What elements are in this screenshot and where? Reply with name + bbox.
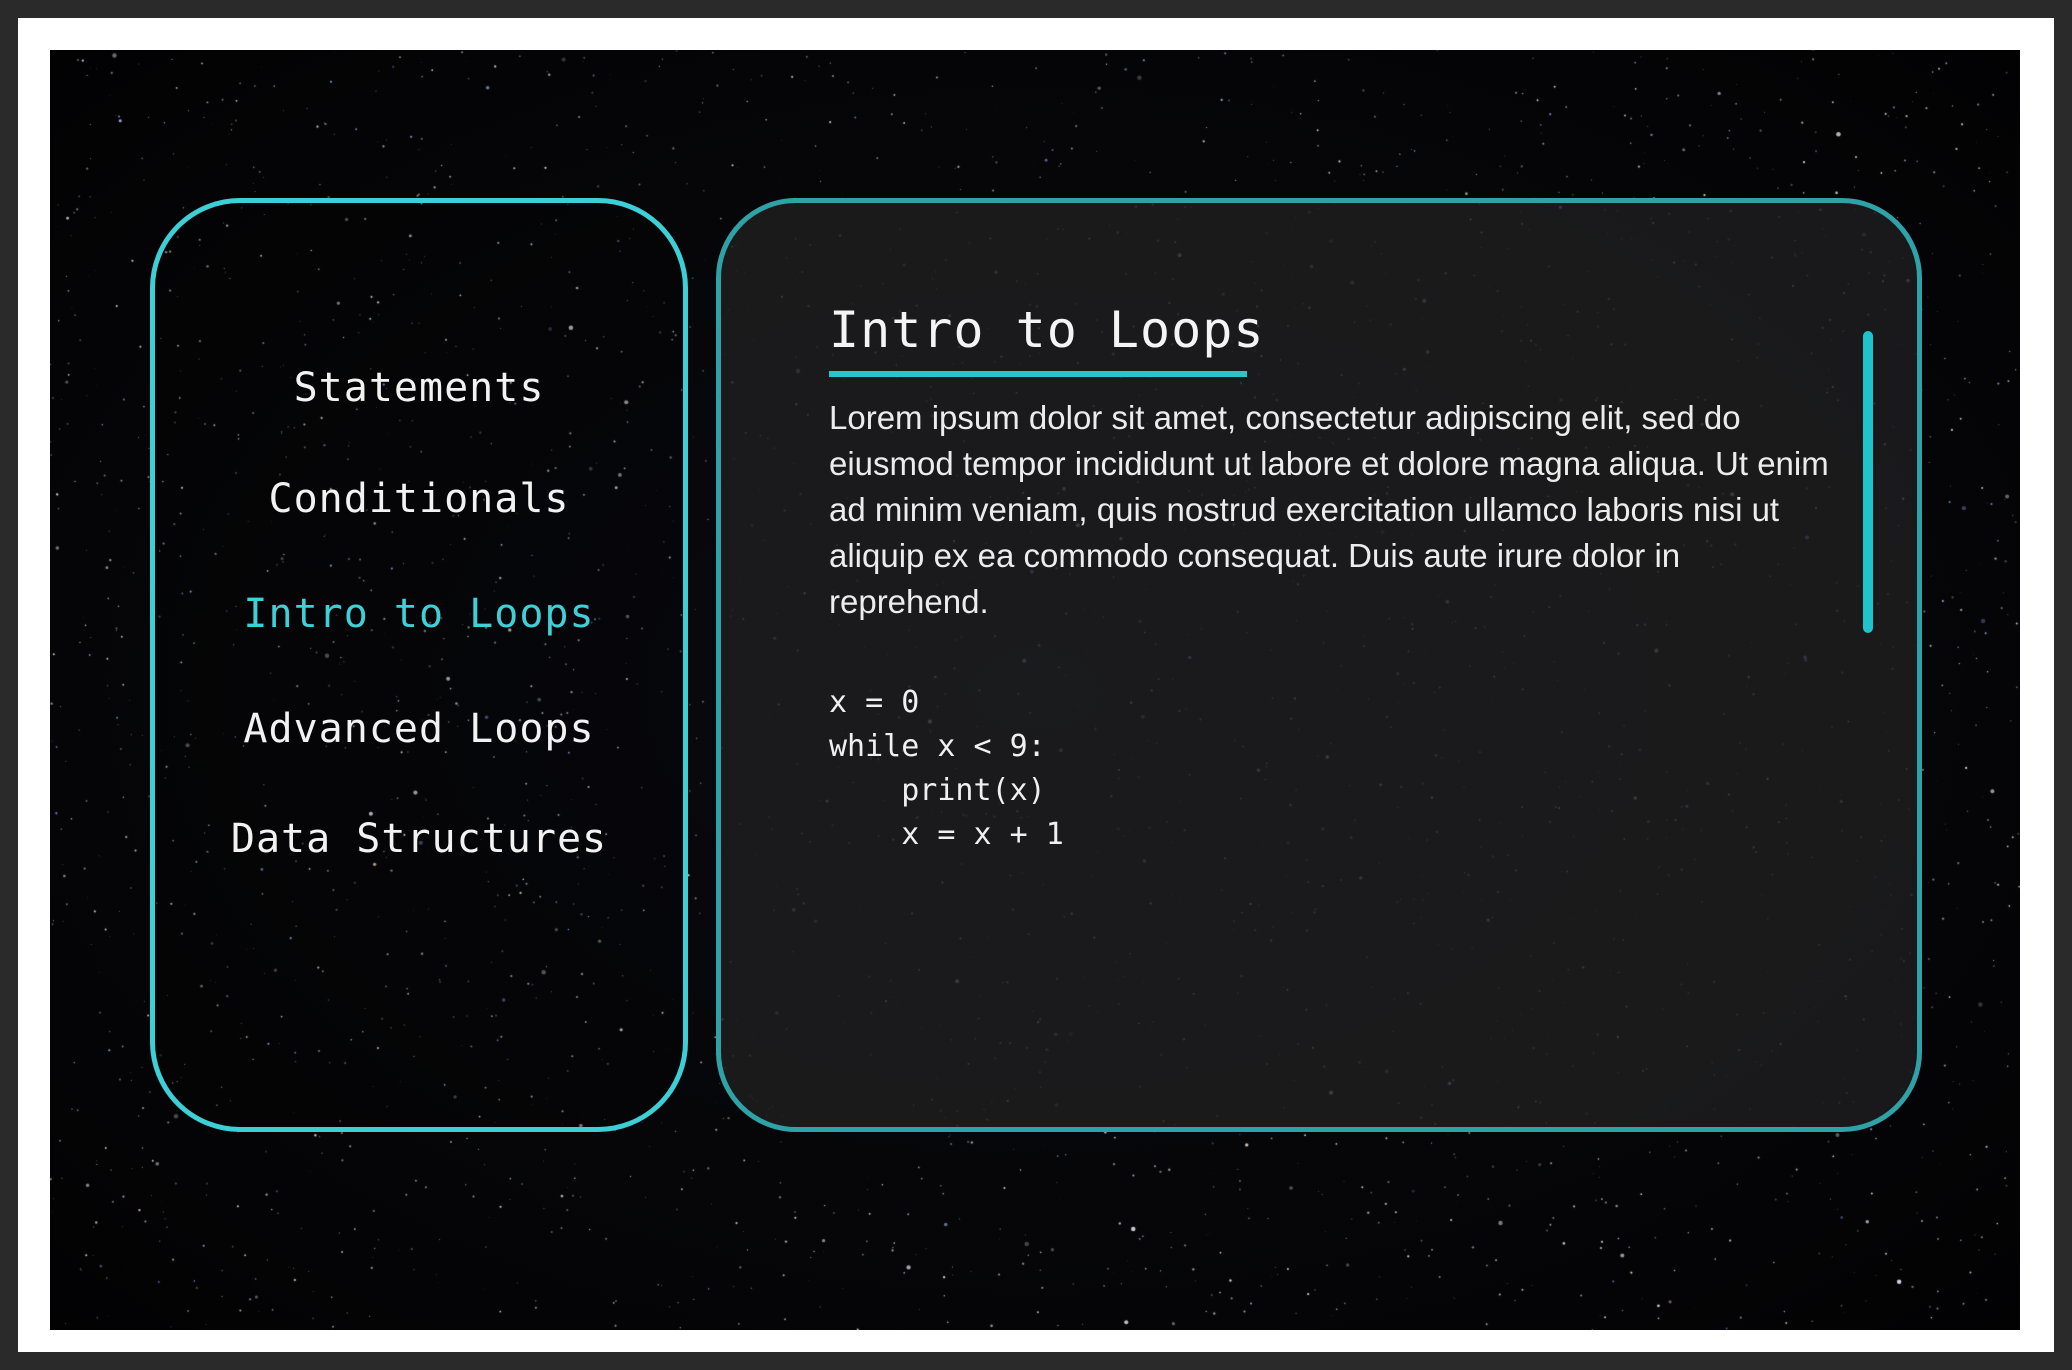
scrollbar-thumb[interactable]: [1863, 331, 1873, 633]
code-line: x = 0: [829, 685, 920, 720]
space-background: Statements Conditionals Intro to Loops A…: [50, 50, 2020, 1330]
title-underline: [829, 371, 1247, 377]
lesson-text: Lorem ipsum dolor sit amet, consectetur …: [829, 399, 1829, 620]
sidebar-item-advanced-loops[interactable]: Advanced Loops: [243, 706, 595, 752]
sidebar-item-data-structures[interactable]: Data Structures: [230, 816, 608, 862]
code-line: x = x + 1: [829, 817, 1064, 852]
content-panel: Intro to Loops Lorem ipsum dolor sit ame…: [716, 198, 1922, 1132]
sidebar-item-intro-to-loops[interactable]: Intro to Loops: [243, 591, 595, 637]
code-block: x = 0 while x < 9: print(x) x = x + 1: [829, 681, 1064, 857]
sidebar-nav: Statements Conditionals Intro to Loops A…: [150, 198, 688, 1132]
sidebar-item-conditionals[interactable]: Conditionals: [268, 476, 570, 522]
nav-list: Statements Conditionals Intro to Loops A…: [155, 203, 683, 1127]
code-line: while x < 9:: [829, 729, 1046, 764]
code-line: print(x): [829, 773, 1046, 808]
sidebar-item-statements[interactable]: Statements: [293, 365, 545, 411]
page-title: Intro to Loops: [829, 301, 1265, 359]
